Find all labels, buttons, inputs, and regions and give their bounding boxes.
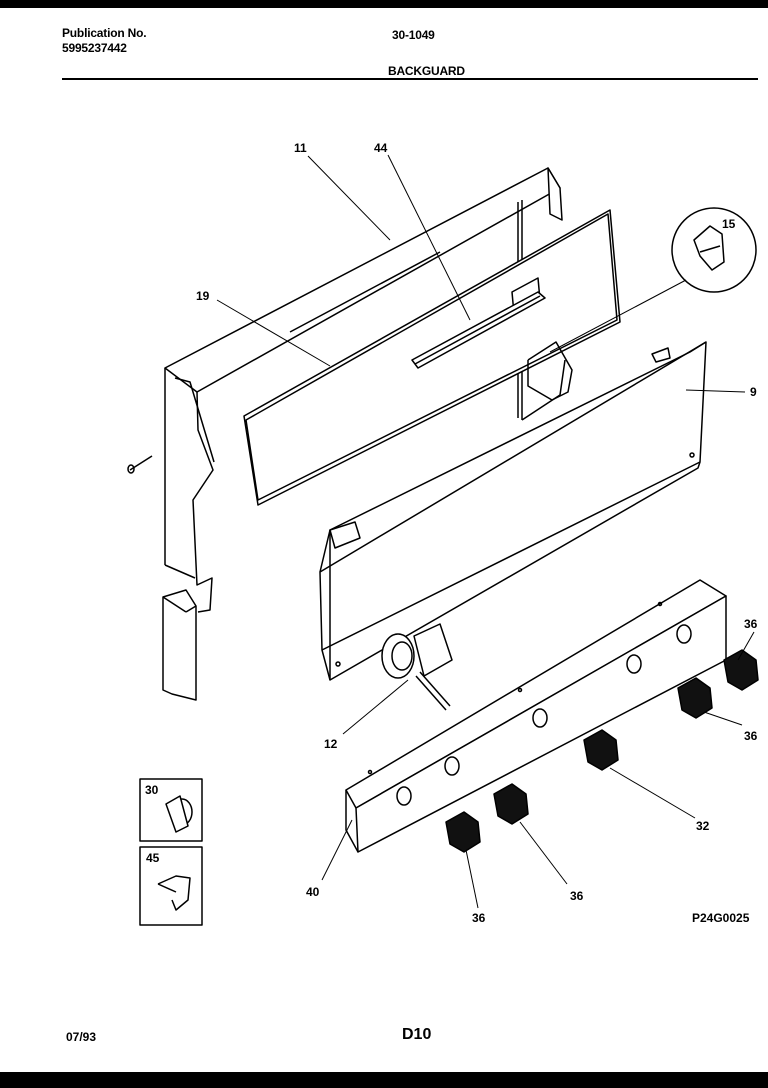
callout-45: 45: [146, 851, 160, 865]
callout-19: 19: [196, 289, 210, 303]
callout-36-top: 36: [744, 617, 758, 631]
model-code: 30-1049: [392, 28, 435, 42]
callout-11: 11: [294, 141, 307, 155]
inset-box-45: [139, 846, 203, 926]
callout-36-mid: 36: [570, 889, 584, 903]
header-rule: [62, 78, 758, 80]
backguard-housing: [164, 167, 566, 613]
section-title: BACKGUARD: [388, 64, 465, 78]
mounting-screw: [127, 455, 153, 474]
callout-9: 9: [750, 385, 757, 399]
figure-code: P24G0025: [692, 911, 750, 925]
thermostat-switch: [381, 623, 453, 711]
callout-30: 30: [145, 783, 159, 797]
callout-36-right: 36: [744, 729, 758, 743]
footer-date: 07/93: [66, 1030, 97, 1044]
callout-40: 40: [306, 885, 320, 899]
callout-44: 44: [374, 141, 388, 155]
callout-15: 15: [722, 217, 736, 231]
control-panel-body: [319, 341, 707, 681]
top-border: [0, 0, 768, 8]
callout-36-bottom: 36: [472, 911, 486, 925]
footer-page-number: D10: [402, 1026, 432, 1043]
control-knobs: [445, 649, 759, 853]
callout-12: 12: [324, 737, 338, 751]
publication-number: 5995237442: [62, 41, 127, 55]
side-trim-piece: [162, 589, 197, 701]
manifold-panel: [345, 579, 727, 853]
bottom-border: [0, 1072, 768, 1088]
leader-lines: [216, 154, 755, 909]
callout-32: 32: [696, 819, 710, 833]
publication-label: Publication No.: [62, 26, 147, 40]
